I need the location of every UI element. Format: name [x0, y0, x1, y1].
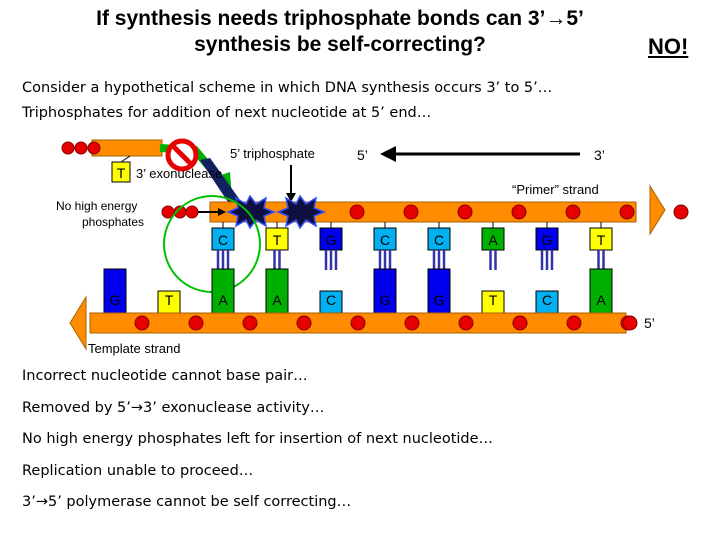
primer-label: “Primer” strand — [512, 182, 599, 197]
template-base-label: G — [110, 292, 121, 308]
template-end-arrow — [69, 295, 87, 351]
template-base-label: T — [165, 292, 174, 308]
broken-bond-burst-2 — [275, 194, 327, 230]
conclusion-line-3: No high energy phosphates left for inser… — [22, 431, 494, 447]
conclusion-line-1: Incorrect nucleotide cannot base pair… — [22, 368, 308, 384]
conclusion-line-5: 3’→5’ polymerase cannot be self correcti… — [22, 494, 352, 510]
triphosphate-label: 5’ triphosphate — [230, 146, 315, 161]
top-3prime-label: 3’ — [594, 147, 605, 163]
incoming-sugar-block — [91, 139, 163, 157]
template-phosphate — [404, 315, 420, 331]
template-base-label: C — [542, 292, 552, 308]
primer-base-label: C — [380, 232, 390, 248]
answer-label: NO! — [648, 34, 689, 59]
primer-base-label: G — [542, 232, 553, 248]
primer-base-label: A — [488, 232, 498, 248]
chain-phosphate-3 — [185, 205, 199, 219]
no-high-energy-label-1: No high energy — [56, 199, 137, 213]
primer-phosphate — [457, 204, 473, 220]
primer-base-label: G — [326, 232, 337, 248]
template-phosphate — [458, 315, 474, 331]
template-phosphates — [134, 315, 638, 331]
incoming-phosphate-3 — [87, 141, 101, 155]
conclusion-line-4: Replication unable to proceed… — [22, 463, 254, 479]
template-base-label: A — [272, 292, 282, 308]
bottom-5prime-label: 5’ — [644, 315, 655, 331]
primer-base-label: C — [218, 232, 228, 248]
template-phosphate — [242, 315, 258, 331]
template-phosphate — [512, 315, 528, 331]
pointer-arrow — [200, 158, 240, 208]
conclusion-line-2: Removed by 5’→3’ exonuclease activity… — [22, 400, 325, 416]
template-base-label: A — [218, 292, 228, 308]
primer-phosphate — [511, 204, 527, 220]
exonuclease-label: 3’ exonuclease — [136, 166, 222, 181]
template-base-label: A — [596, 292, 606, 308]
template-base-label: T — [489, 292, 498, 308]
primer-base-2 — [265, 227, 289, 251]
template-base-label: C — [326, 292, 336, 308]
primer-phosphate — [403, 204, 419, 220]
primer-base-8 — [589, 227, 613, 251]
template-base-label: G — [434, 292, 445, 308]
primer-phosphates — [349, 204, 689, 220]
primer-base-6 — [481, 227, 505, 251]
template-base-label: G — [380, 292, 391, 308]
template-phosphate — [350, 315, 366, 331]
slide-title: If synthesis needs triphosphate bonds ca… — [96, 7, 584, 56]
prohibition-icon — [165, 138, 199, 172]
primer-phosphate — [619, 204, 635, 220]
top-5prime-label: 5’ — [357, 147, 368, 163]
primer-base-label: T — [597, 232, 606, 248]
incoming-nucleotide: T — [61, 139, 163, 183]
primer-phosphate — [565, 204, 581, 220]
incoming-phosphate-2 — [74, 141, 88, 155]
template-phosphate — [622, 315, 638, 331]
intro-line-2: Triphosphates for addition of next nucle… — [22, 105, 432, 121]
template-phosphate — [566, 315, 582, 331]
primer-base-label: T — [273, 232, 282, 248]
primer-phosphate — [349, 204, 365, 220]
intro-line-1: Consider a hypothetical scheme in which … — [22, 80, 553, 96]
incoming-base-label: T — [117, 165, 126, 181]
template-label: Template strand — [88, 341, 181, 356]
primer-phosphate — [673, 204, 689, 220]
incoming-phosphate-1 — [61, 141, 75, 155]
primer-end-arrow — [649, 184, 666, 236]
template-phosphate — [188, 315, 204, 331]
hydrogen-bonds — [216, 250, 605, 270]
primer-base-label: C — [434, 232, 444, 248]
template-phosphate — [134, 315, 150, 331]
no-high-energy-label-2: phosphates — [82, 215, 144, 229]
template-phosphate — [296, 315, 312, 331]
incoming-base-link — [120, 155, 131, 163]
